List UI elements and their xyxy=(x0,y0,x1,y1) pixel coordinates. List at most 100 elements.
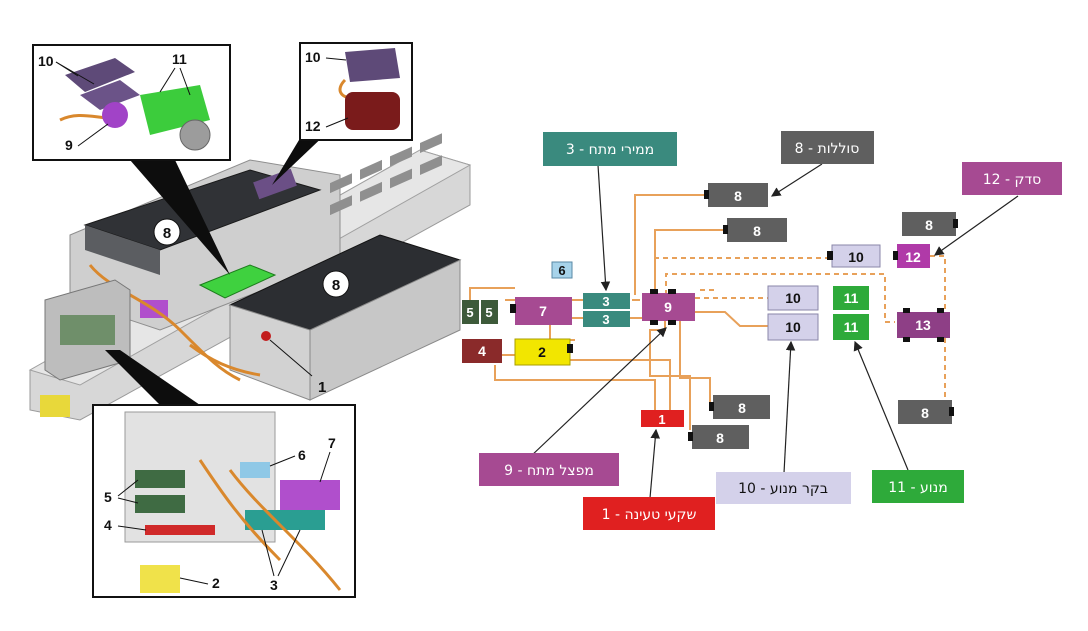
box-12: 12 xyxy=(893,244,930,268)
box-13: 13 xyxy=(897,308,950,342)
svg-text:8: 8 xyxy=(753,223,761,239)
box-10-mid: 10 xyxy=(767,285,819,311)
box-3b: 3 xyxy=(583,311,630,327)
svg-text:8 - סוללות: 8 - סוללות xyxy=(795,141,860,157)
charging-inlet xyxy=(261,331,271,341)
inset-purple-connector xyxy=(65,58,135,92)
svg-text:5: 5 xyxy=(466,305,473,320)
svg-text:10: 10 xyxy=(848,249,864,265)
svg-text:11: 11 xyxy=(844,290,859,306)
wiring-schematic: 8 8 10 12 8 6 5 xyxy=(462,131,1062,530)
orange-cable-b xyxy=(189,343,261,377)
dashed-wires xyxy=(654,255,946,400)
box-1: 1 xyxy=(641,410,684,427)
inlet-label: 1 xyxy=(318,379,326,396)
box-9: 9 xyxy=(642,289,695,325)
svg-text:12: 12 xyxy=(905,249,921,265)
svg-text:3 - ממירי מתח: 3 - ממירי מתח xyxy=(566,142,654,158)
svg-text:1: 1 xyxy=(658,412,665,427)
box-11-low: 11 xyxy=(833,314,869,340)
svg-text:10: 10 xyxy=(785,319,801,335)
leader-wedge-bottom xyxy=(105,350,200,405)
inset-purple-connector-2 xyxy=(80,80,140,110)
callout-charging: 1 - שקעי טעינה xyxy=(583,497,715,530)
svg-text:6: 6 xyxy=(558,263,565,278)
inset-gear xyxy=(179,119,211,151)
inset-purple-block xyxy=(280,480,340,510)
front-module-board xyxy=(60,315,115,345)
svg-text:8: 8 xyxy=(738,400,746,416)
inset-board-5b xyxy=(135,495,185,513)
box-5a: 5 xyxy=(462,300,479,324)
inset-label-7: 7 xyxy=(328,435,336,451)
svg-text:3: 3 xyxy=(602,294,609,309)
inlet-leader xyxy=(269,339,313,377)
svg-text:1 - שקעי טעינה: 1 - שקעי טעינה xyxy=(602,507,697,523)
box-8-r2: 8 xyxy=(688,425,749,449)
svg-text:8: 8 xyxy=(716,430,724,446)
box-4: 4 xyxy=(462,339,502,363)
svg-text:11: 11 xyxy=(844,319,859,335)
callout-motor-controller: 10 - בקר מנוע xyxy=(716,472,851,504)
battery-label-a: 8 xyxy=(163,225,171,242)
inset-label-6: 6 xyxy=(298,447,306,463)
inset-top-left: 10 11 9 xyxy=(32,44,231,161)
cage-slots xyxy=(330,133,442,216)
svg-text:10 - בקר מנוע: 10 - בקר מנוע xyxy=(738,481,828,497)
callout-arrows xyxy=(529,163,1019,499)
inset-bottom: 6 7 5 4 2 3 xyxy=(92,404,356,598)
inset-tr-label-10: 10 xyxy=(305,49,321,65)
svg-text:3: 3 xyxy=(602,312,609,327)
vehicle-illustration: 8 8 1 10 11 9 10 xyxy=(28,42,472,598)
box-8-r1: 8 xyxy=(709,395,770,419)
box-10-low: 10 xyxy=(767,313,819,341)
inset-top-right: 10 12 xyxy=(299,42,413,141)
svg-text:8: 8 xyxy=(925,217,933,233)
inset-label-11: 11 xyxy=(172,51,187,67)
callout-batteries: 8 - סוללות xyxy=(781,131,874,164)
inset-tr-label-12: 12 xyxy=(305,118,321,134)
inset-label-9: 9 xyxy=(65,137,73,153)
svg-text:12 - סדק: 12 - סדק xyxy=(983,172,1041,188)
inset-label-5: 5 xyxy=(104,489,112,505)
svg-text:4: 4 xyxy=(478,343,486,359)
svg-text:8: 8 xyxy=(734,188,742,204)
inset-blue-block xyxy=(240,462,270,478)
callout-converters: 3 - ממירי מתח xyxy=(543,132,677,166)
svg-text:13: 13 xyxy=(915,317,931,333)
inset-purple-module xyxy=(345,48,400,82)
callout-splitter: 9 - מפצל מתח xyxy=(479,453,619,486)
svg-text:2: 2 xyxy=(538,344,546,360)
inset-purple-ring xyxy=(102,102,128,128)
inset-cables xyxy=(198,459,342,591)
svg-text:11 - מנוע: 11 - מנוע xyxy=(888,480,947,496)
battery-label-b: 8 xyxy=(332,277,340,294)
box-8-topright: 8 xyxy=(902,212,958,236)
box-8-right: 8 xyxy=(898,400,954,424)
green-motor-unit xyxy=(198,264,277,299)
box-8-top: 8 xyxy=(704,183,768,207)
leader-wedge-top-left xyxy=(130,160,230,275)
svg-text:7: 7 xyxy=(539,303,547,319)
purple-connector-top xyxy=(253,168,297,200)
svg-text:8: 8 xyxy=(921,405,929,421)
battery-label-circle-b xyxy=(322,270,350,298)
battery-label-circle-a xyxy=(153,218,181,246)
inset-yellow-box xyxy=(140,565,180,593)
box-8-second: 8 xyxy=(723,218,787,242)
inset-teal-block xyxy=(245,510,325,530)
box-3a: 3 xyxy=(583,293,630,309)
svg-text:5: 5 xyxy=(485,305,492,320)
inset-label-4: 4 xyxy=(104,517,112,533)
box-5b: 5 xyxy=(481,300,498,324)
box-10-top: 10 xyxy=(827,244,881,268)
yellow-part xyxy=(40,395,70,417)
inset-label-3: 3 xyxy=(270,577,278,593)
battery-cage-side xyxy=(309,259,461,401)
callout-12: 12 - סדק xyxy=(962,162,1062,195)
box-2: 2 xyxy=(514,338,573,366)
inset-board-5a xyxy=(135,470,185,488)
svg-text:9: 9 xyxy=(664,299,672,315)
battery-pack-back-side xyxy=(85,225,160,275)
